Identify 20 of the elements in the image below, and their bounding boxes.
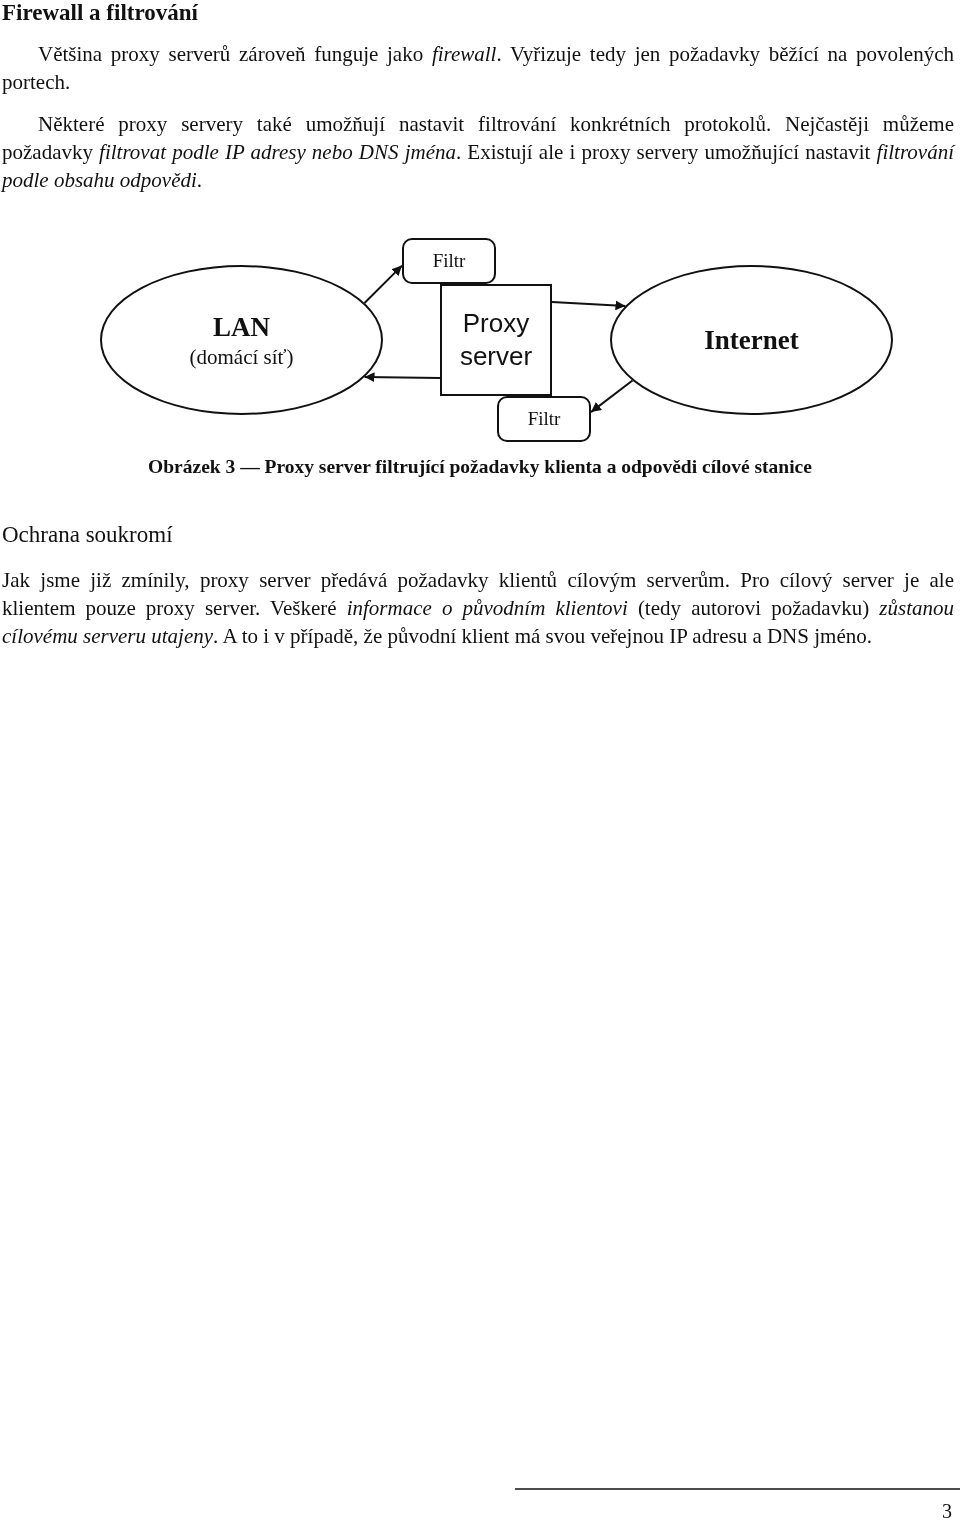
paragraph: Některé proxy servery také umožňují nastavit filtrování konkrétních protokolů. Nejčastěji můžeme požadavky filtrovat podle IP adresy nebo DNS jména. Existují ale i proxy servery umožňující nastavit filtrování podle obsahu odpovědi. [2, 111, 954, 194]
filter-box [402, 238, 496, 284]
arrow [551, 300, 627, 311]
arrow [363, 264, 403, 304]
node-title: LAN [213, 311, 270, 344]
node-label: Filtr [432, 250, 466, 272]
node-label: Filtr [527, 408, 561, 430]
arrow [590, 379, 634, 414]
proxy-box [440, 284, 552, 396]
arrow [363, 372, 441, 383]
paragraph: Jak jsme již zmínily, proxy server předává požadavky klientů cílovým serverům. Pro cílový server je ale klientem pouze proxy server. Veškeré informace o původním klientovi (tedy autorovi požadavku) zůstanou cílovému serveru utajeny. A to i v případě, že původní klient má svou veřejnou IP adresu a DNS jméno. [2, 567, 954, 650]
filter-box [497, 396, 591, 442]
node-label: Proxy server [458, 307, 534, 373]
node-subtitle: (domácí síť) [189, 344, 294, 370]
page-number: 3 [941, 1500, 952, 1521]
figure-caption: Obrázek 3 — Proxy server filtrující požadavky klienta a odpovědi cílové stanice [147, 456, 813, 478]
section-heading: Firewall a filtrování [2, 0, 198, 26]
section-heading: Ochrana soukromí [2, 522, 174, 548]
node-title: Internet [704, 324, 799, 357]
paragraph: Většina proxy serverů zároveň funguje jako firewall. Vyřizuje tedy jen požadavky běžící na povolených portech. [2, 41, 954, 96]
